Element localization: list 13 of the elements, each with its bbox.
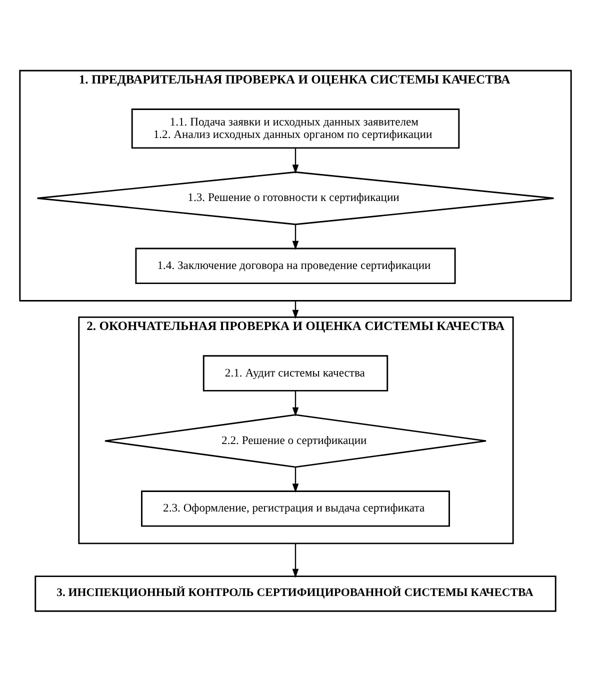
arrow [292, 466, 299, 492]
node-box: 3. ИНСПЕКЦИОННЫЙ КОНТРОЛЬ СЕРТИФИЦИРОВАННОЙ СИСТЕМЫ КАЧЕСТВА [34, 575, 556, 612]
arrow [292, 224, 299, 250]
arrow [292, 300, 299, 318]
node-diamond: 1.3. Решение о готовности к сертификации [36, 170, 554, 225]
node-box: 1.4. Заключение договора на проведение сертификации [135, 247, 456, 284]
arrow [292, 542, 299, 578]
node-box: 2.3. Оформление, регистрация и выдача сертификата [141, 490, 450, 526]
node-diamond: 2.2. Решение о сертификации [104, 414, 487, 468]
arrow [292, 148, 299, 174]
node-box: 2.1. Аудит системы качества [202, 354, 388, 391]
arrow [292, 390, 299, 416]
node-box: 1.1. Подача заявки и исходных данных заявителем 1.2. Анализ исходных данных органом по сертификации [131, 108, 460, 148]
